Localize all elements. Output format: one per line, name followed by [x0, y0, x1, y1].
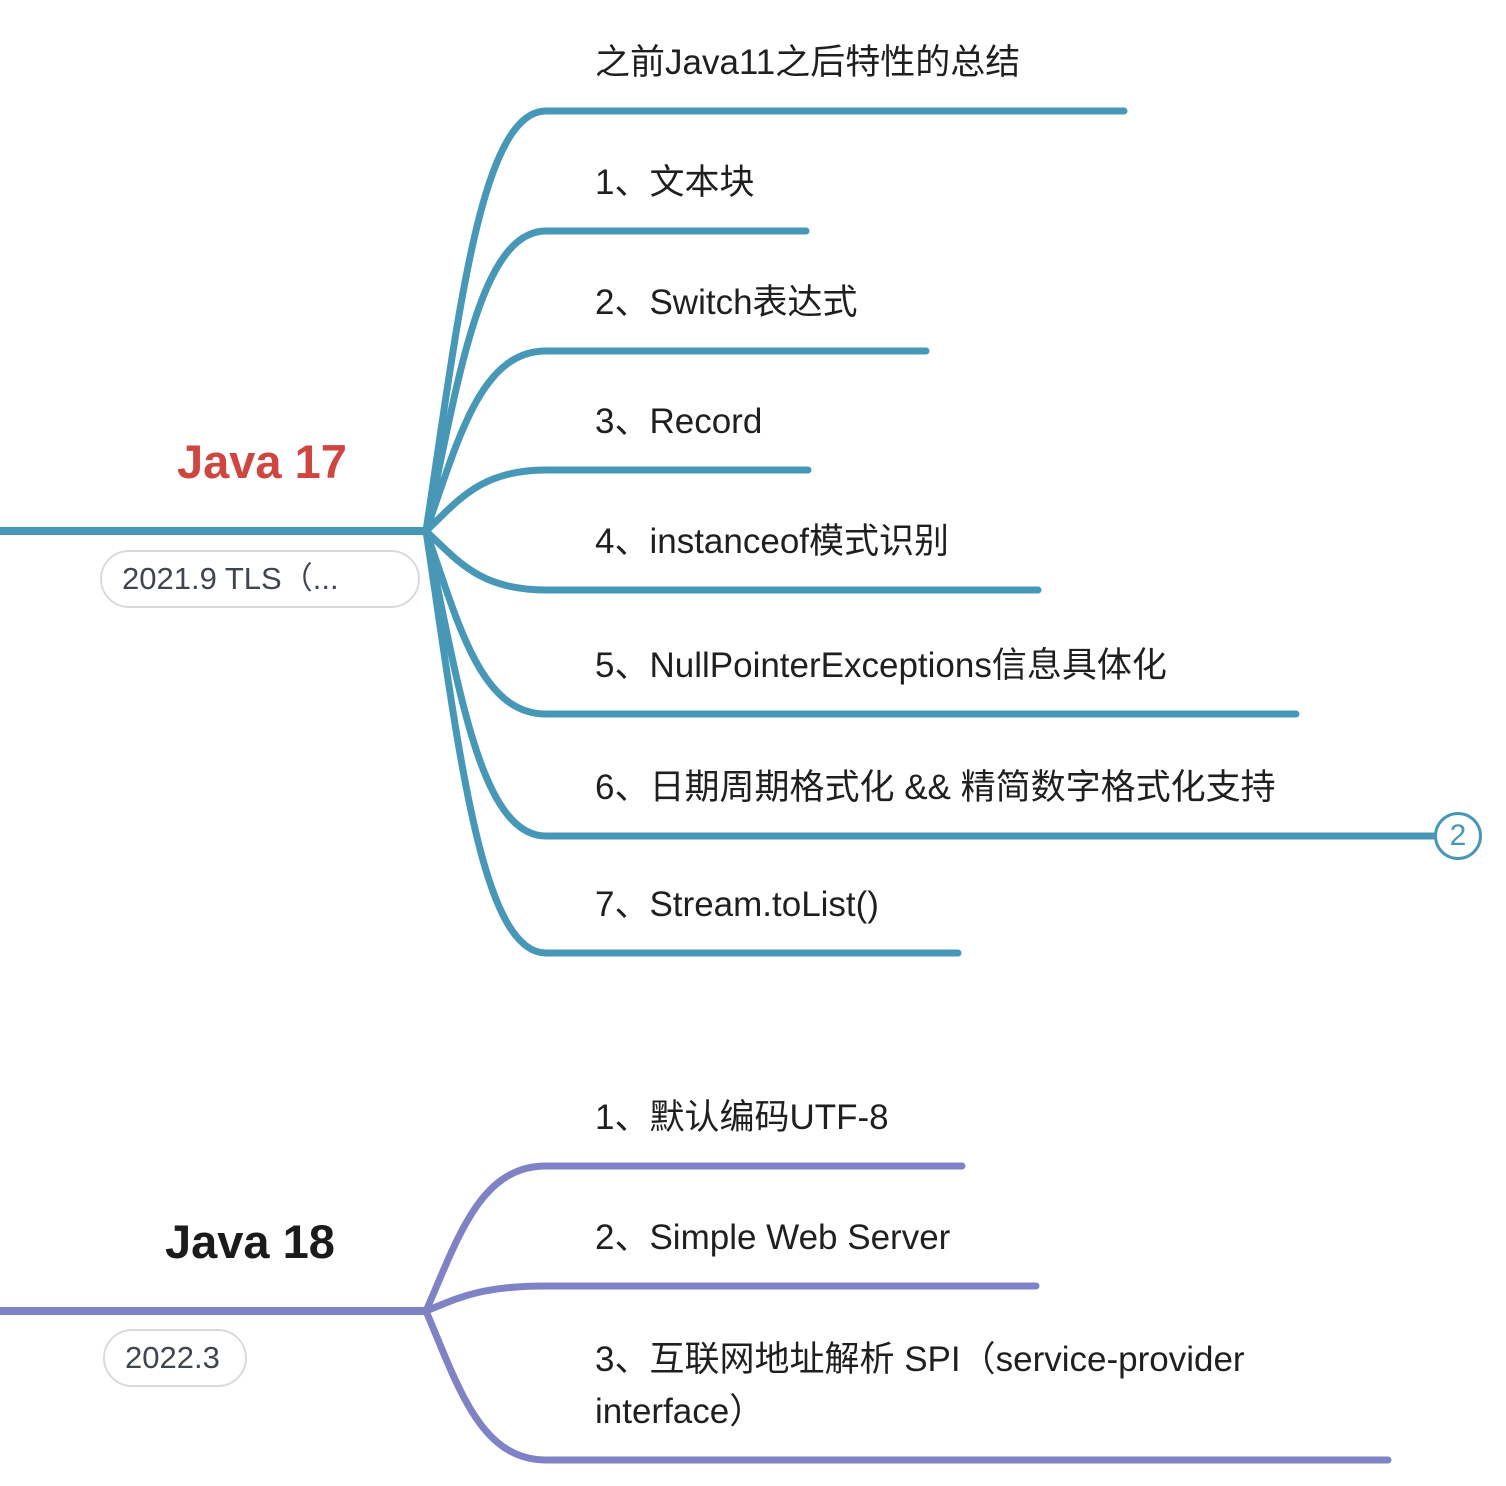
java17-branch-7 [422, 527, 962, 957]
java18-date-label[interactable]: 2022.3 [103, 1329, 247, 1387]
topic-java17-summary[interactable]: 之前Java11之后特性的总结 [595, 43, 1021, 82]
topic-java17-3[interactable]: 3、Record [595, 402, 763, 441]
java17-branch-4 [422, 527, 1042, 594]
root-topic-java17[interactable]: Java 17 [177, 435, 347, 488]
topic-java17-1[interactable]: 1、文本块 [595, 163, 755, 202]
java17-branch-5 [422, 527, 1300, 718]
root-topic-java18[interactable]: Java 18 [165, 1215, 335, 1268]
java17-branch-3 [422, 466, 812, 535]
topic-java17-6[interactable]: 6、日期周期格式化 && 精简数字格式化支持 [595, 768, 1276, 807]
topic-java18-3[interactable]: 3、互联网地址解析 SPI（service-provider interface… [595, 1340, 1245, 1431]
java18-branch-0 [422, 1162, 966, 1315]
java17-date-label[interactable]: 2021.9 TLS（... [100, 550, 420, 608]
topic-java18-1[interactable]: 1、默认编码UTF-8 [595, 1098, 889, 1137]
java18-branch-2 [422, 1307, 1392, 1464]
java18-branch-1 [422, 1282, 1040, 1315]
java17-branch-1 [422, 227, 810, 535]
topic-java17-5[interactable]: 5、NullPointerExceptions信息具体化 [595, 646, 1167, 685]
topic-java18-2[interactable]: 2、Simple Web Server [595, 1218, 951, 1257]
topic-java17-2[interactable]: 2、Switch表达式 [595, 283, 858, 322]
collapsed-children-badge[interactable]: 2 [1434, 812, 1482, 860]
topic-java17-4[interactable]: 4、instanceof模式识别 [595, 522, 950, 561]
java17-branch-0 [422, 107, 1128, 535]
java17-branch-6 [422, 527, 1440, 840]
java17-branch-2 [422, 347, 930, 535]
topic-java17-7[interactable]: 7、Stream.toList() [595, 885, 879, 924]
